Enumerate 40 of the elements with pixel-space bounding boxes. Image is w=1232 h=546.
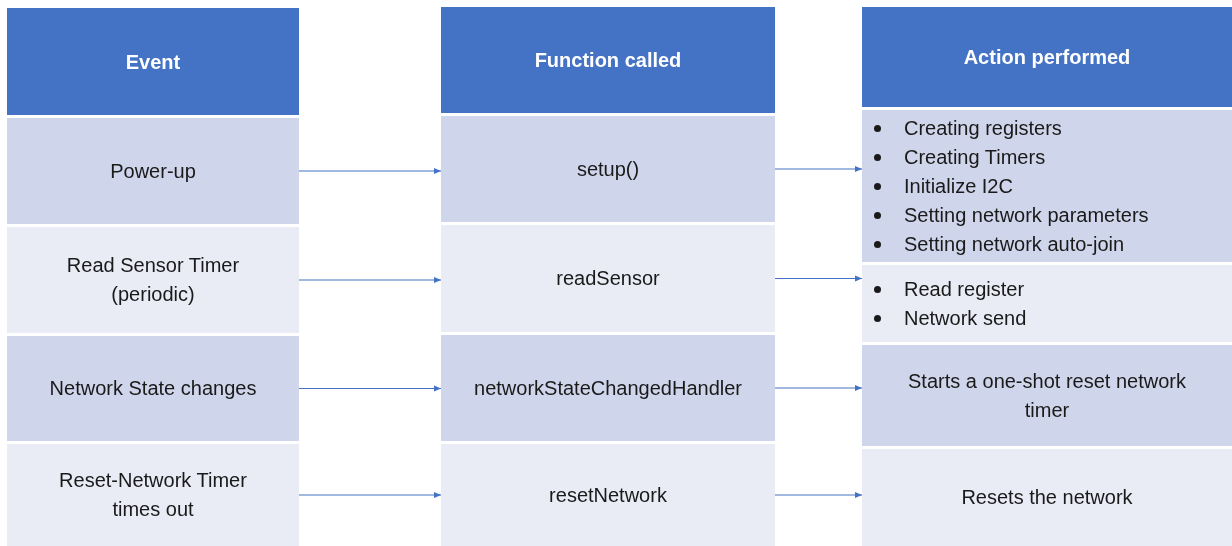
bullet-text: Creating registers bbox=[904, 115, 1062, 141]
header-cell: Function called bbox=[441, 7, 775, 113]
arrow bbox=[298, 492, 442, 498]
table-cell bbox=[441, 225, 775, 332]
cell-text: networkStateChangedHandler bbox=[474, 375, 742, 401]
cell-text: setup() bbox=[576, 156, 640, 182]
cell-text: Reset-Network Timer times out bbox=[58, 468, 248, 522]
table-cell bbox=[862, 449, 1232, 546]
bullet-text: Creating Timers bbox=[904, 144, 1046, 170]
table-cell bbox=[7, 444, 299, 546]
bullet-text: Initialize I2C bbox=[904, 173, 1013, 199]
arrow bbox=[774, 385, 863, 391]
table-cell bbox=[862, 110, 1232, 262]
cell-text: Resets the network bbox=[961, 485, 1133, 510]
arrow bbox=[298, 385, 442, 392]
table-cell bbox=[862, 345, 1232, 446]
cell-text: Power-up bbox=[110, 158, 196, 184]
arrow bbox=[298, 168, 442, 174]
cell-text: Network State changes bbox=[49, 376, 257, 401]
bullet-text: Setting network auto-join bbox=[904, 231, 1125, 257]
table-cell bbox=[7, 336, 299, 441]
cell-text: Read Sensor Timer (periodic) bbox=[65, 253, 241, 307]
arrow bbox=[774, 275, 863, 282]
bullet-text: Setting network parameters bbox=[904, 202, 1149, 228]
table-cell bbox=[862, 265, 1232, 342]
bullet-text: Read register bbox=[904, 276, 1025, 302]
arrow bbox=[774, 492, 863, 498]
cell-text: resetNetwork bbox=[549, 482, 667, 508]
arrow bbox=[774, 166, 863, 172]
table-cell bbox=[7, 118, 299, 224]
header-cell: Action performed bbox=[862, 7, 1232, 107]
cell-text: Starts a one-shot reset network timer bbox=[907, 368, 1187, 423]
header-cell: Event bbox=[7, 8, 299, 115]
arrow bbox=[298, 277, 442, 283]
table-cell bbox=[7, 227, 299, 333]
table-cell bbox=[441, 335, 775, 441]
table-cell bbox=[441, 444, 775, 546]
cell-text: readSensor bbox=[556, 266, 660, 291]
table-cell bbox=[441, 116, 775, 222]
bullet-text: Network send bbox=[904, 305, 1027, 331]
